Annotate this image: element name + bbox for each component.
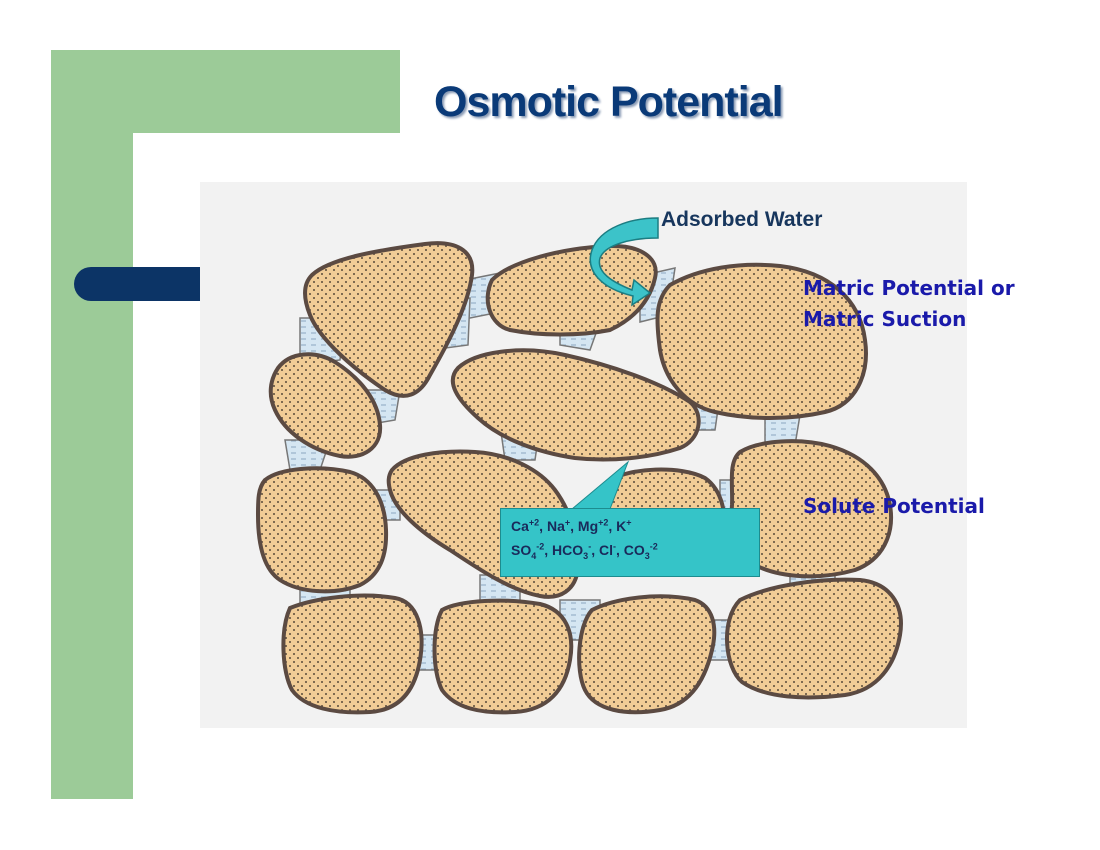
ion-subscript: 3 [583, 550, 589, 561]
soil-particle [303, 241, 475, 398]
ion-separator: , [615, 541, 624, 558]
ion-symbol: Ca [511, 517, 529, 534]
soil-particle [725, 577, 903, 700]
decor-navy-pill [74, 267, 200, 301]
ion-symbol: Na [546, 517, 565, 534]
ion-separator: , [570, 517, 578, 534]
soil-particle [268, 352, 383, 459]
soil-particle [281, 593, 424, 715]
ion-separator: , [591, 541, 599, 558]
ion-charge: +2 [528, 517, 540, 527]
soil-particle [485, 243, 658, 337]
soil-particle [655, 262, 868, 420]
ion: Cl-, [598, 541, 624, 558]
ion-separator: , [539, 517, 547, 534]
ion-separator: , [608, 517, 617, 534]
ion-symbol: SO [511, 541, 532, 558]
ion-charge: - [612, 541, 616, 551]
ion-charge: -2 [649, 541, 658, 551]
decor-green-header-block [51, 50, 400, 133]
ion-symbol: Mg [577, 517, 599, 534]
ion-symbol: K [616, 517, 627, 534]
ion-charge: - [588, 541, 592, 551]
ion-subscript: 3 [644, 550, 650, 561]
ion-symbol: CO [623, 541, 645, 558]
label-adsorbed-water: Adsorbed Water [661, 208, 823, 231]
ion-symbol: HCO [552, 541, 584, 558]
ion: CO3-2 [623, 541, 658, 561]
ion-symbol: Cl [598, 541, 613, 558]
ion: HCO3-, [552, 541, 599, 561]
ion: Mg+2, [577, 517, 617, 534]
ion-charge: -2 [536, 541, 545, 551]
decor-green-sidebar [51, 50, 133, 799]
slide-title: Osmotic Potential [434, 78, 784, 126]
ion-subscript: 4 [531, 550, 537, 561]
ion: SO4-2, [511, 541, 553, 561]
ion-charge: + [626, 517, 632, 527]
anion-list: SO4-2, HCO3-, Cl-, CO3-2 [511, 541, 658, 560]
curved-arrow-icon [589, 217, 659, 307]
label-matric-line2: Matric Suction [803, 307, 967, 331]
label-solute-potential: Solute Potential [803, 494, 985, 518]
ion-charge: + [564, 517, 571, 527]
label-matric-potential: Matric Potential or Matric Suction [803, 273, 1015, 335]
ion: K+ [616, 517, 632, 534]
soil-particle [255, 466, 389, 594]
ion-charge: +2 [598, 517, 609, 527]
label-matric-line1: Matric Potential or [803, 276, 1015, 300]
soil-particles [255, 241, 903, 715]
ion: Ca+2, [511, 517, 547, 534]
ion: Na+, [546, 517, 578, 534]
ion-separator: , [544, 541, 553, 558]
soil-particle [450, 348, 701, 462]
soil-particle [432, 598, 574, 715]
ion-callout-box: Ca+2, Na+, Mg+2, K+ SO4-2, HCO3-, Cl-, C… [500, 508, 760, 577]
cation-list: Ca+2, Na+, Mg+2, K+ [511, 517, 632, 534]
soil-particle [577, 594, 717, 715]
